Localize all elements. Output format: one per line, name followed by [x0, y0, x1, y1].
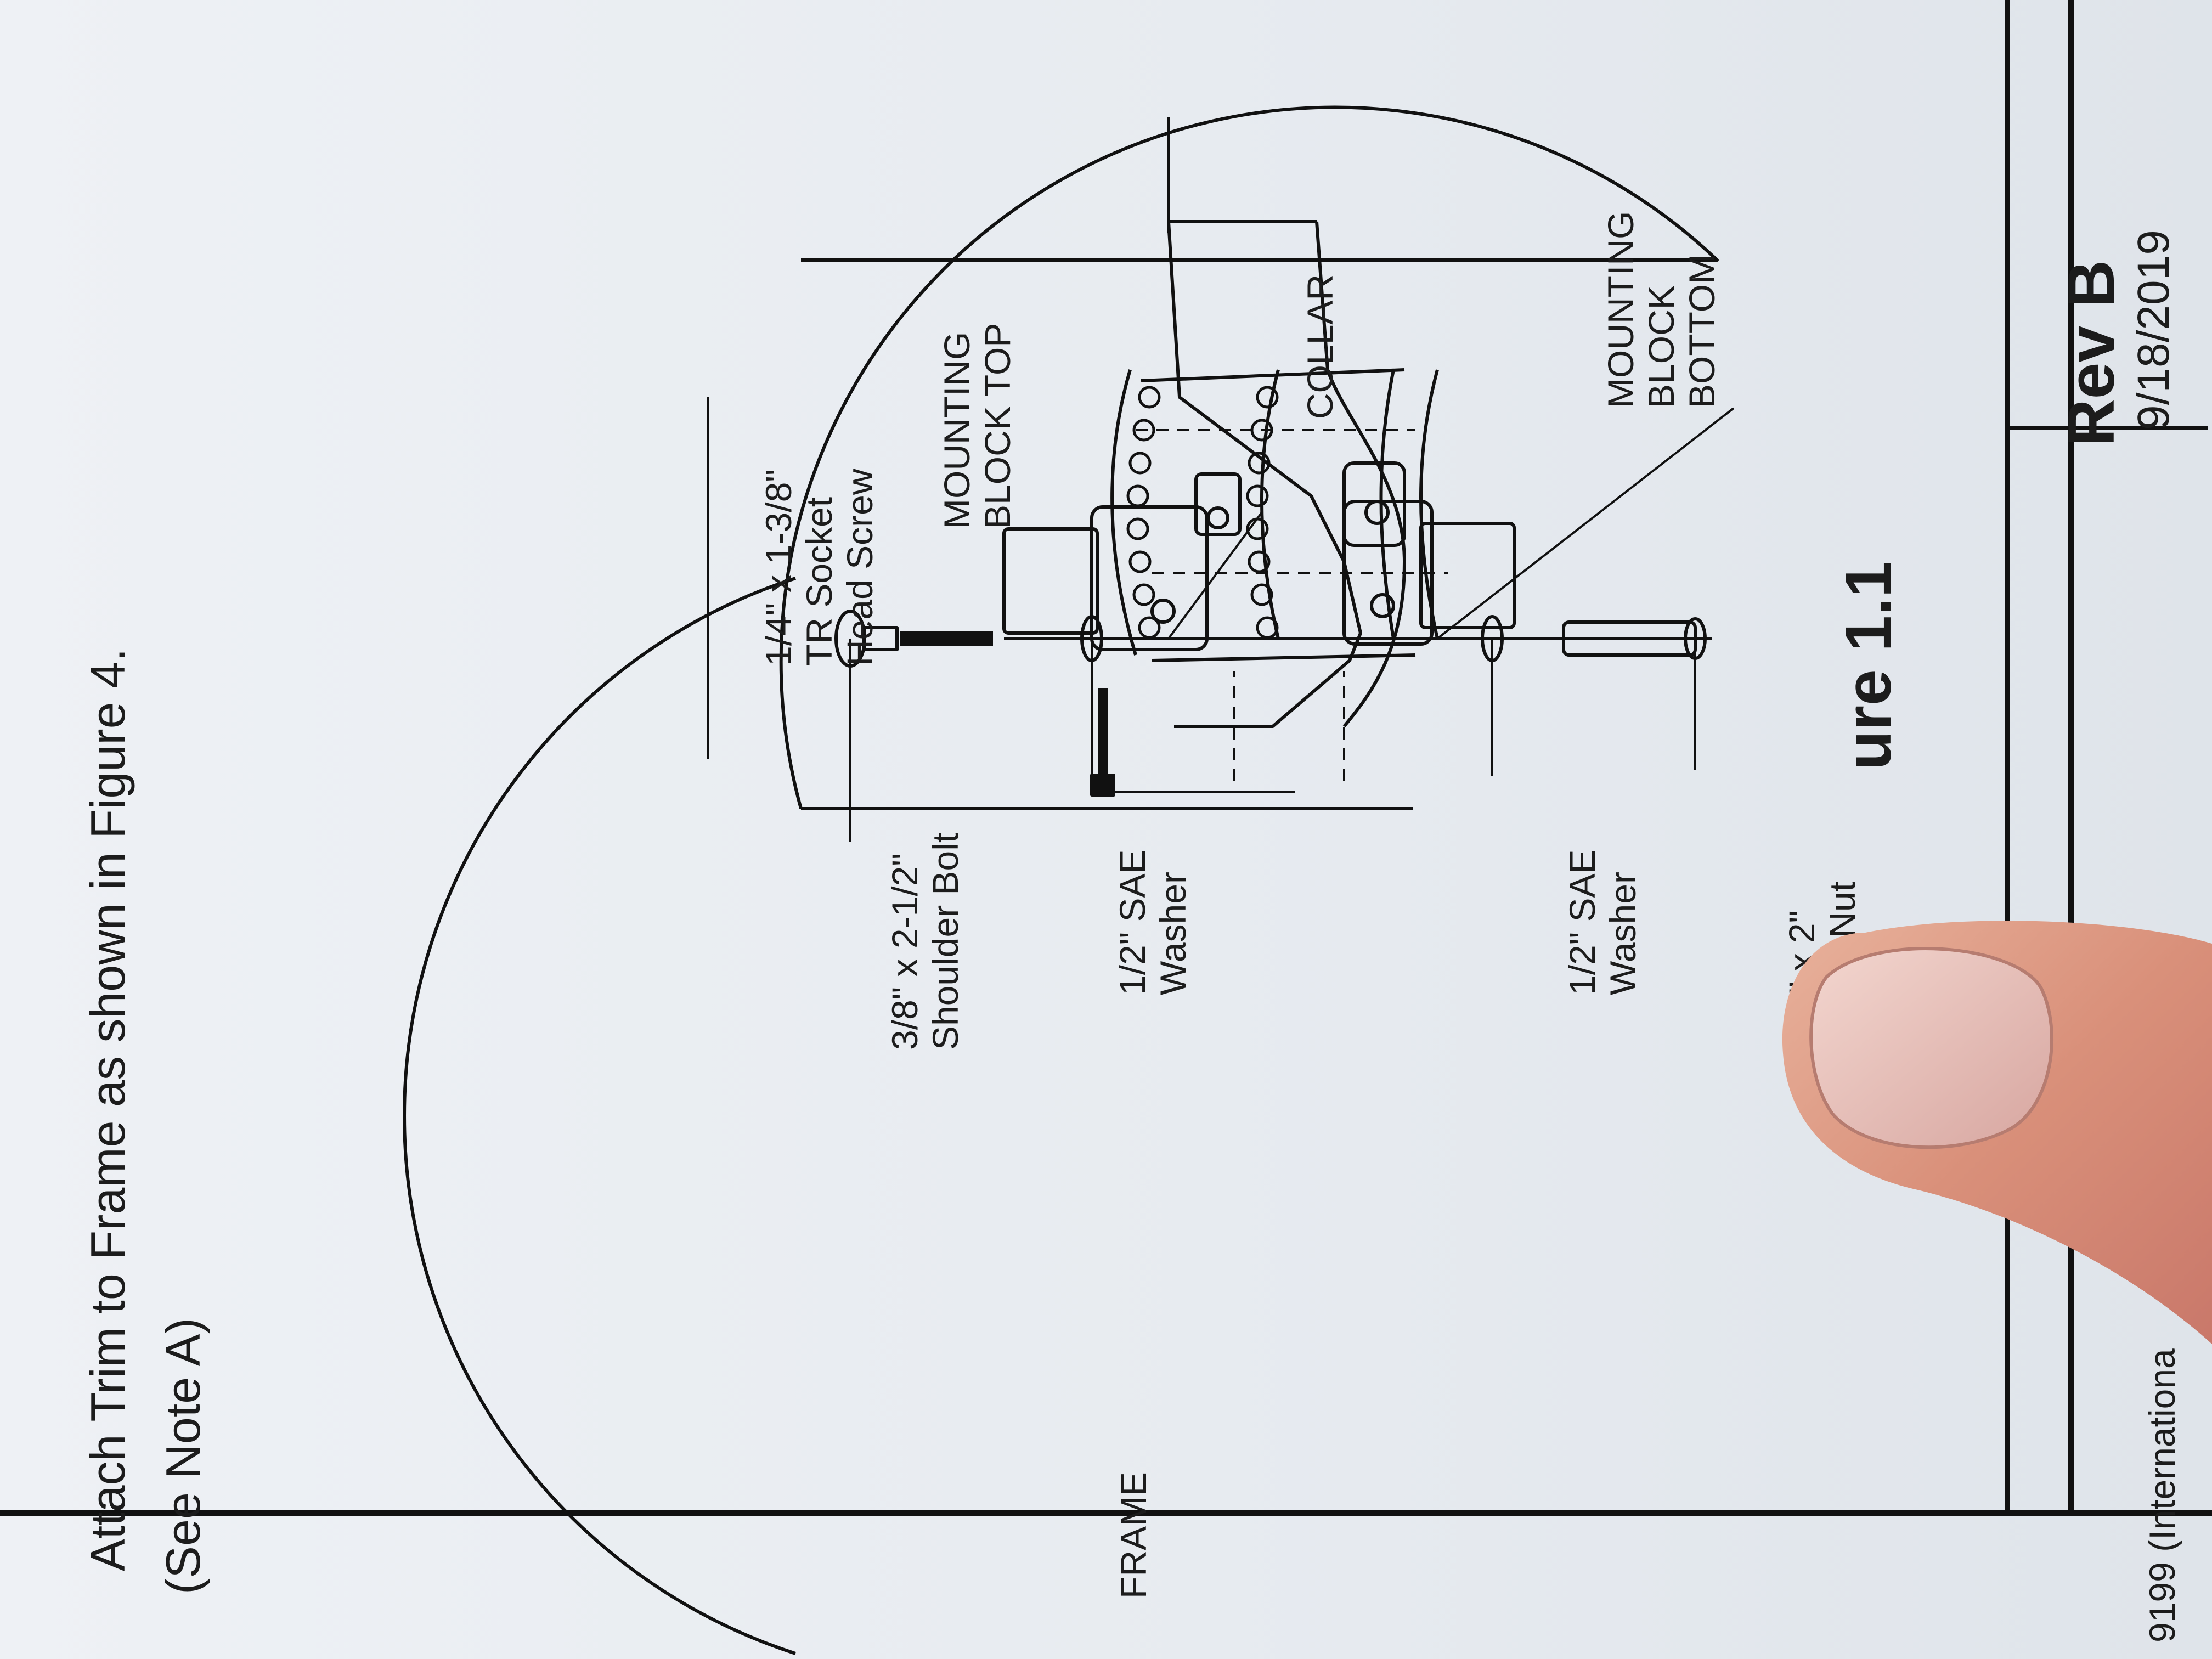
footer-partial-text: 9199 (Internationa: [2142, 1348, 2182, 1643]
collar-chain: [1110, 368, 1439, 662]
detail-callout-arc: [403, 577, 796, 1655]
chain-links: [1126, 386, 1279, 639]
collar-clip: [1194, 472, 1242, 536]
frame-tube: [1167, 220, 1406, 728]
alignment-dashes: [1136, 429, 1448, 781]
label-shoulder-bolt: 3/8" x 2-1/2"Shoulder Bolt: [884, 832, 966, 1050]
revision-label: Rev B: [2055, 259, 2128, 447]
label-barrel-nut: 3/8" x 2"Barrel Nut: [1781, 881, 1863, 1045]
revision-date: 9/18/2019: [2129, 230, 2179, 430]
callout-semicircle: [779, 105, 1719, 809]
label-frame: FRAME: [1113, 1472, 1154, 1599]
label-collar: COLLAR: [1300, 274, 1340, 419]
socket-head-screw: [1090, 688, 1115, 797]
leader-lines: [707, 117, 1735, 842]
mounting-block-top: [1002, 505, 1209, 651]
figure-caption: ure 1.1: [1832, 561, 1905, 770]
